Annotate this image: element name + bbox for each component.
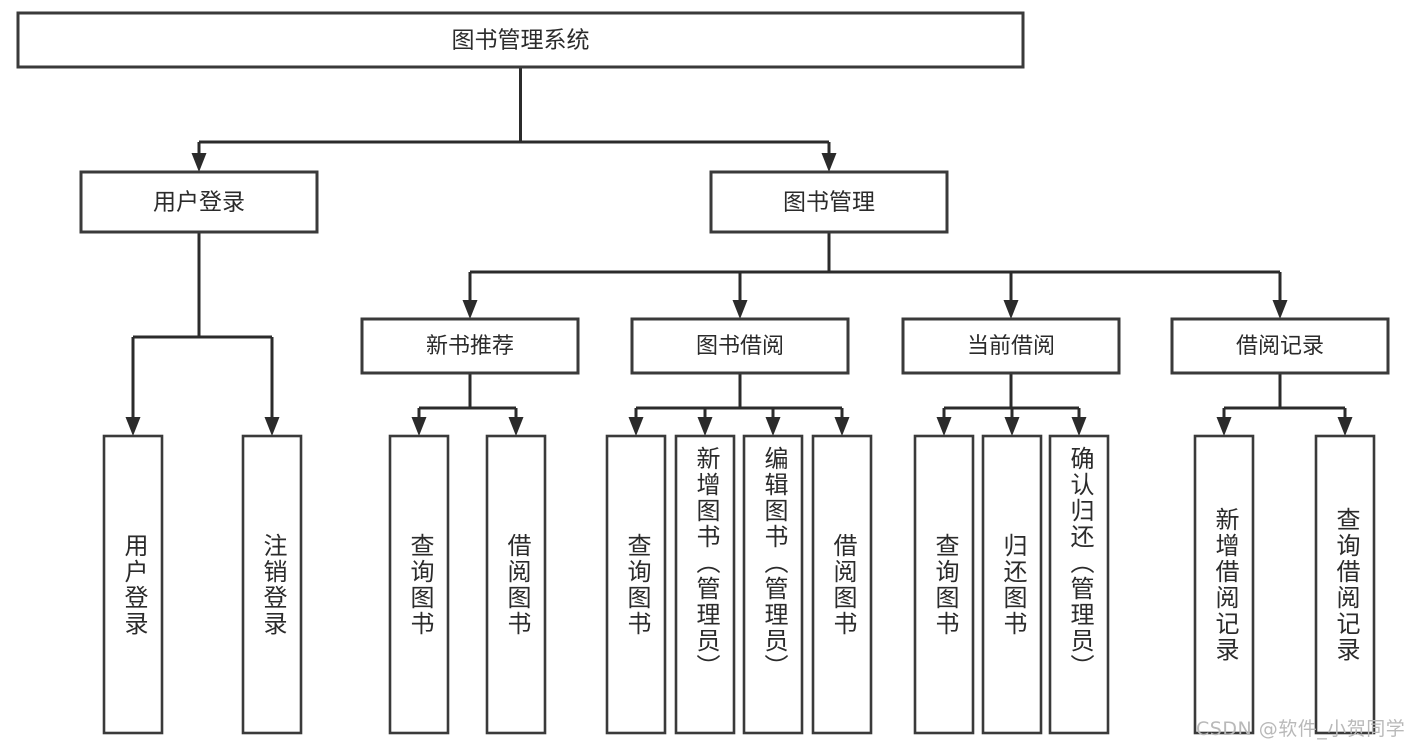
node-box-leaf-user-login[interactable] <box>102 434 164 735</box>
node-box-leaf-rec-borrow-book[interactable] <box>485 434 547 735</box>
node-box-leaf-rec-add-record[interactable] <box>1193 434 1255 735</box>
arrow-head-icon <box>508 417 524 436</box>
node-new-book-rec[interactable]: 新书推荐 <box>360 317 580 375</box>
node-leaf-rec-query-book[interactable] <box>388 434 450 735</box>
node-label-book-borrow: 图书借阅 <box>696 334 784 359</box>
arrow-head-icon <box>191 153 207 172</box>
node-leaf-cur-query-book[interactable] <box>913 434 975 735</box>
node-label-user-login: 用户登录 <box>153 190 245 216</box>
node-borrow-record[interactable]: 借阅记录 <box>1170 317 1390 375</box>
node-label-book-manage: 图书管理 <box>783 190 875 216</box>
node-leaf-borrow-query-book[interactable] <box>605 434 667 735</box>
arrow-head-icon <box>697 417 713 436</box>
connector-new-book-rec <box>411 373 524 436</box>
node-book-manage[interactable]: 图书管理 <box>709 170 949 234</box>
node-box-book-manage[interactable] <box>709 170 949 234</box>
node-box-leaf-cur-return-book[interactable] <box>981 434 1043 735</box>
node-current-borrow[interactable]: 当前借阅 <box>901 317 1121 375</box>
connector-book-manage <box>462 232 1288 319</box>
node-box-book-borrow[interactable] <box>630 317 850 375</box>
node-label-borrow-record: 借阅记录 <box>1236 334 1324 359</box>
node-leaf-borrow-add-book[interactable] <box>674 434 736 735</box>
node-box-leaf-rec-query-record[interactable] <box>1314 434 1376 735</box>
node-box-leaf-borrow-edit-book[interactable] <box>742 434 804 735</box>
arrow-head-icon <box>1071 417 1087 436</box>
node-box-leaf-user-logout[interactable] <box>241 434 303 735</box>
node-label-current-borrow: 当前借阅 <box>967 334 1055 359</box>
node-box-new-book-rec[interactable] <box>360 317 580 375</box>
node-box-leaf-cur-query-book[interactable] <box>913 434 975 735</box>
connector-current-borrow <box>936 373 1087 436</box>
connector-layer <box>125 67 1353 436</box>
arrow-head-icon <box>936 417 952 436</box>
arrow-head-icon <box>628 417 644 436</box>
arrow-head-icon <box>1216 417 1232 436</box>
node-book-borrow[interactable]: 图书借阅 <box>630 317 850 375</box>
node-user-login[interactable]: 用户登录 <box>79 170 319 234</box>
node-box-leaf-borrow-add-book[interactable] <box>674 434 736 735</box>
arrow-head-icon <box>1337 417 1353 436</box>
node-box-leaf-borrow-borrow-book[interactable] <box>811 434 873 735</box>
connector-borrow-record <box>1216 373 1353 436</box>
arrow-head-icon <box>462 300 478 319</box>
node-box-borrow-record[interactable] <box>1170 317 1390 375</box>
arrow-head-icon <box>1003 300 1019 319</box>
arrow-head-icon <box>821 153 837 172</box>
node-leaf-rec-add-record[interactable] <box>1193 434 1255 735</box>
node-leaf-cur-return-book[interactable] <box>981 434 1043 735</box>
arrow-head-icon <box>1272 300 1288 319</box>
node-box-current-borrow[interactable] <box>901 317 1121 375</box>
node-box-leaf-borrow-query-book[interactable] <box>605 434 667 735</box>
node-leaf-rec-borrow-book[interactable] <box>485 434 547 735</box>
arrow-head-icon <box>264 417 280 436</box>
node-leaf-user-logout[interactable] <box>241 434 303 735</box>
node-root[interactable]: 图书管理系统 <box>16 11 1025 69</box>
node-leaf-rec-query-record[interactable] <box>1314 434 1376 735</box>
connector-user-login <box>125 232 280 436</box>
node-leaf-user-login[interactable] <box>102 434 164 735</box>
node-label-new-book-rec: 新书推荐 <box>426 334 514 359</box>
arrow-head-icon <box>411 417 427 436</box>
node-box-root[interactable] <box>16 11 1025 69</box>
arrow-head-icon <box>765 417 781 436</box>
node-leaf-borrow-borrow-book[interactable] <box>811 434 873 735</box>
node-label-root: 图书管理系统 <box>452 28 590 54</box>
node-box-leaf-rec-query-book[interactable] <box>388 434 450 735</box>
connector-book-borrow <box>628 373 850 436</box>
node-box-user-login[interactable] <box>79 170 319 234</box>
connector-root <box>191 67 837 172</box>
node-box-leaf-cur-confirm-return[interactable] <box>1048 434 1110 735</box>
arrow-head-icon <box>125 417 141 436</box>
node-leaf-borrow-edit-book[interactable] <box>742 434 804 735</box>
node-leaf-cur-confirm-return[interactable] <box>1048 434 1110 735</box>
arrow-head-icon <box>834 417 850 436</box>
arrow-head-icon <box>732 300 748 319</box>
arrow-head-icon <box>1004 417 1020 436</box>
